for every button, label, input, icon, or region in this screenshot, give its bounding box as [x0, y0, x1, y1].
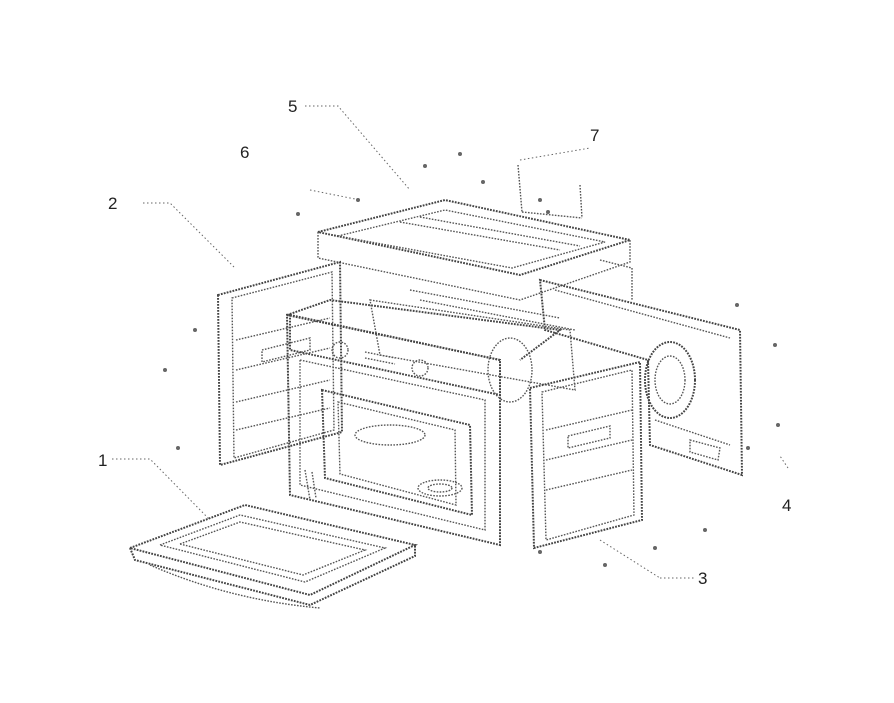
callout-5: 5	[288, 97, 298, 116]
back-panel	[538, 259, 744, 477]
callout-4: 4	[782, 496, 792, 515]
callout-7: 7	[590, 126, 600, 145]
callout-1: 1	[98, 451, 108, 470]
top-cover-panel	[317, 198, 634, 301]
callout-3: 3	[698, 569, 708, 588]
top-bracket	[517, 164, 583, 219]
callout-2: 2	[108, 194, 118, 213]
oven-door	[126, 503, 419, 609]
callout-6: 6	[240, 143, 250, 162]
left-side-panel	[216, 260, 344, 467]
leader-lines	[112, 105, 789, 579]
oven-cavity	[285, 289, 576, 547]
right-side-panel	[528, 360, 644, 550]
